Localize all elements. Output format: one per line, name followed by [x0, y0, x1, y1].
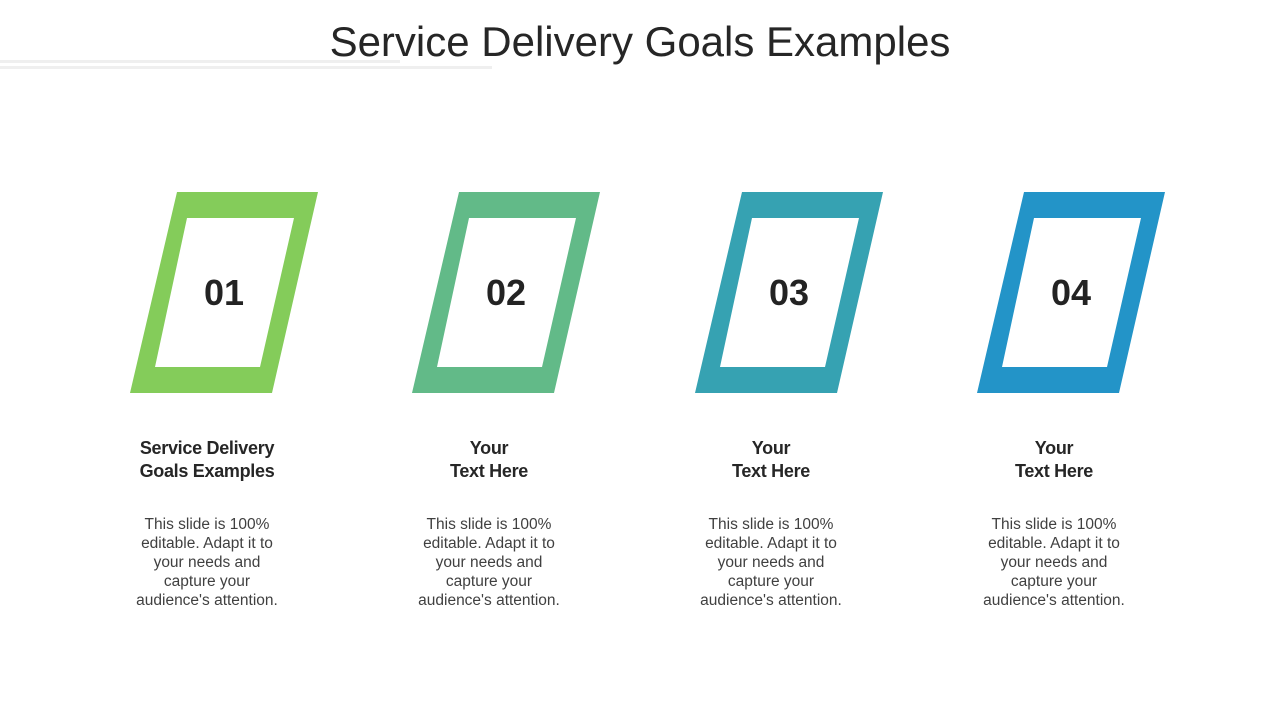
step-4-description: This slide is 100% editable. Adapt it to… — [954, 515, 1154, 610]
step-2-heading: Your Text Here — [389, 437, 589, 483]
decorative-line-bottom — [0, 66, 492, 69]
step-3-heading-line: Your — [751, 438, 791, 458]
step-2-desc-line: capture your — [445, 573, 533, 590]
step-4-desc-line: your needs and — [1000, 554, 1108, 571]
parallelogram-frame-icon — [412, 192, 600, 393]
step-1-desc-line: your needs and — [153, 554, 261, 571]
step-1-desc-line: editable. Adapt it to — [141, 535, 273, 552]
step-2-desc-line: audience's attention. — [418, 592, 560, 609]
decorative-line-top — [0, 60, 400, 63]
step-1-desc-line: audience's attention. — [136, 592, 278, 609]
step-4-parallelogram: 04 — [976, 192, 1166, 394]
step-3-desc-line: This slide is 100% — [708, 516, 834, 533]
step-3-parallelogram: 03 — [694, 192, 884, 394]
step-4-heading-line: Text Here — [1014, 461, 1093, 481]
parallelogram-frame-icon — [977, 192, 1165, 393]
step-1-heading: Service Delivery Goals Examples — [107, 437, 307, 483]
step-4-desc-line: editable. Adapt it to — [988, 535, 1120, 552]
step-3-desc-line: audience's attention. — [700, 592, 842, 609]
step-2-desc-line: your needs and — [435, 554, 543, 571]
step-2-number: 02 — [485, 272, 527, 313]
parallelogram-frame-icon — [695, 192, 883, 393]
step-4-desc-line: This slide is 100% — [991, 516, 1117, 533]
step-3-heading: Your Text Here — [671, 437, 871, 483]
step-4-desc-line: audience's attention. — [983, 592, 1125, 609]
step-3-description: This slide is 100% editable. Adapt it to… — [671, 515, 871, 610]
step-3-desc-line: editable. Adapt it to — [705, 535, 837, 552]
step-2-description: This slide is 100% editable. Adapt it to… — [389, 515, 589, 610]
step-2-desc-line: This slide is 100% — [426, 516, 552, 533]
step-3-heading-line: Text Here — [731, 461, 810, 481]
step-4-number: 04 — [1050, 272, 1092, 313]
step-1-number: 01 — [203, 272, 245, 313]
step-1-desc-line: capture your — [163, 573, 251, 590]
step-1-desc-line: This slide is 100% — [144, 516, 270, 533]
step-3-number: 03 — [768, 272, 810, 313]
step-3-desc-line: capture your — [727, 573, 815, 590]
step-2-heading-line: Your — [469, 438, 509, 458]
step-2-heading-line: Text Here — [449, 461, 528, 481]
step-4-heading-line: Your — [1034, 438, 1074, 458]
parallelogram-frame-icon — [130, 192, 318, 393]
step-3-desc-line: your needs and — [717, 554, 825, 571]
slide-title: Service Delivery Goals Examples — [329, 18, 951, 65]
step-1-description: This slide is 100% editable. Adapt it to… — [107, 515, 307, 610]
step-1-heading-line: Goals Examples — [139, 461, 275, 481]
step-4-heading: Your Text Here — [954, 437, 1154, 483]
step-4-desc-line: capture your — [1010, 573, 1098, 590]
step-2-parallelogram: 02 — [411, 192, 601, 394]
step-1-heading-line: Service Delivery — [139, 438, 275, 458]
step-2-desc-line: editable. Adapt it to — [423, 535, 555, 552]
step-1-parallelogram: 01 — [129, 192, 319, 394]
